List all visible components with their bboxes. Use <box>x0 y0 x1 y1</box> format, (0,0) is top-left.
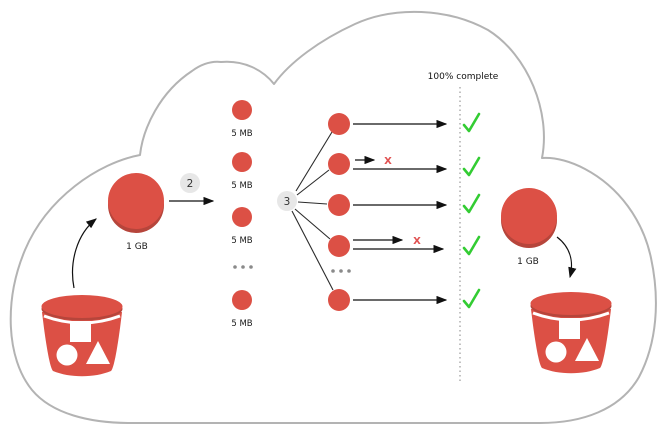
success-check-icon <box>462 288 481 309</box>
part-size-label: 5 MB <box>231 319 252 329</box>
step-3-badge: 3 <box>277 191 297 211</box>
part-icon <box>232 290 252 310</box>
part-size-label: 5 MB <box>231 181 252 191</box>
arrow-bucket-to-object <box>71 218 97 289</box>
bucket-triangle-glyph <box>86 341 110 364</box>
fan-out-lines <box>291 131 334 291</box>
dest-bucket-icon <box>530 292 612 374</box>
part-size-label: 5 MB <box>231 236 252 246</box>
part-icon <box>232 152 252 172</box>
bucket-square-glyph <box>70 321 91 342</box>
fail-x-icon: X <box>384 156 392 167</box>
arrow-object-to-bucket <box>556 236 577 279</box>
cloud-outline-shape <box>9 10 657 425</box>
step-2-badge: 2 <box>180 173 200 193</box>
dest-object-icon <box>501 188 557 248</box>
upload-rows: X X <box>328 113 448 311</box>
upload-part-icon <box>328 289 350 311</box>
success-check-icon <box>462 193 481 214</box>
source-object-size-label: 1 GB <box>126 242 148 252</box>
bucket-circle-glyph <box>56 344 78 366</box>
upload-part-icon <box>328 235 350 257</box>
success-check-icon <box>462 156 481 177</box>
parts-ellipsis-icon <box>233 265 253 269</box>
step-2-label: 2 <box>187 178 194 190</box>
upload-rows-ellipsis-icon <box>331 269 351 273</box>
success-checks <box>462 112 481 309</box>
bucket-circle-glyph <box>545 341 567 363</box>
bucket-triangle-glyph <box>575 338 599 361</box>
part-icon <box>232 100 252 120</box>
part-size-label: 5 MB <box>231 129 252 139</box>
source-bucket-icon <box>41 295 123 377</box>
bucket-square-glyph <box>559 318 580 339</box>
success-check-icon <box>462 112 481 133</box>
success-check-icon <box>462 235 481 256</box>
source-object-icon <box>108 173 164 233</box>
parts-column: 5 MB 5 MB 5 MB 5 MB <box>231 100 253 329</box>
part-icon <box>232 207 252 227</box>
step-3-label: 3 <box>284 196 291 208</box>
upload-part-icon <box>328 113 350 135</box>
upload-part-icon <box>328 153 350 175</box>
fail-x-icon: X <box>413 236 421 247</box>
upload-part-icon <box>328 194 350 216</box>
dest-object-size-label: 1 GB <box>517 257 539 267</box>
progress-label: 100% complete <box>428 72 499 82</box>
